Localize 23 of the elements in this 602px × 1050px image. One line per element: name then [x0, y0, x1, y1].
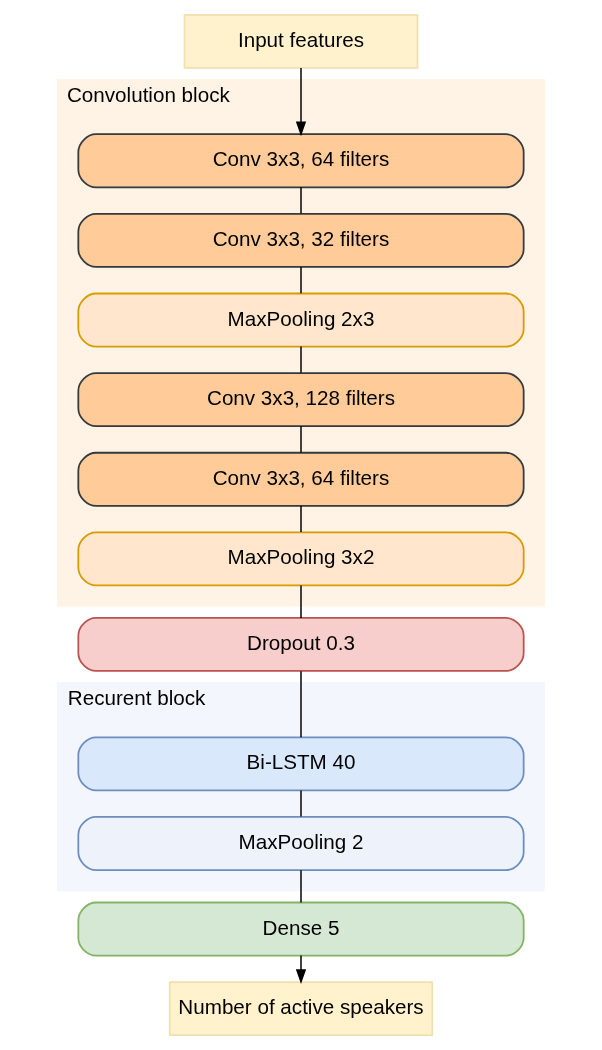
node-box: Input features	[183, 13, 419, 69]
node-box: MaxPooling 3x2	[77, 531, 525, 587]
arrow	[295, 954, 307, 984]
node-box: Conv 3x3, 32 filters	[77, 212, 525, 268]
node-box: Bi-LSTM 40	[77, 736, 525, 792]
connector	[300, 584, 302, 619]
node-box: Conv 3x3, 128 filters	[77, 372, 525, 428]
node-box: MaxPooling 2x3	[77, 292, 525, 348]
connector	[300, 505, 302, 533]
arrow	[295, 67, 307, 137]
connector	[300, 345, 302, 374]
connector	[300, 186, 302, 215]
node-box: Dropout 0.3	[77, 617, 525, 672]
node-box: Conv 3x3, 64 filters	[77, 133, 525, 189]
node-box: MaxPooling 2	[77, 816, 525, 871]
node-box: Number of active speakers	[168, 981, 434, 1037]
node-box: Conv 3x3, 64 filters	[77, 451, 525, 507]
connector	[300, 869, 302, 904]
connector	[300, 266, 302, 294]
connector	[300, 670, 302, 738]
connector	[300, 789, 302, 818]
connector	[300, 425, 302, 454]
node-box: Dense 5	[77, 901, 525, 957]
